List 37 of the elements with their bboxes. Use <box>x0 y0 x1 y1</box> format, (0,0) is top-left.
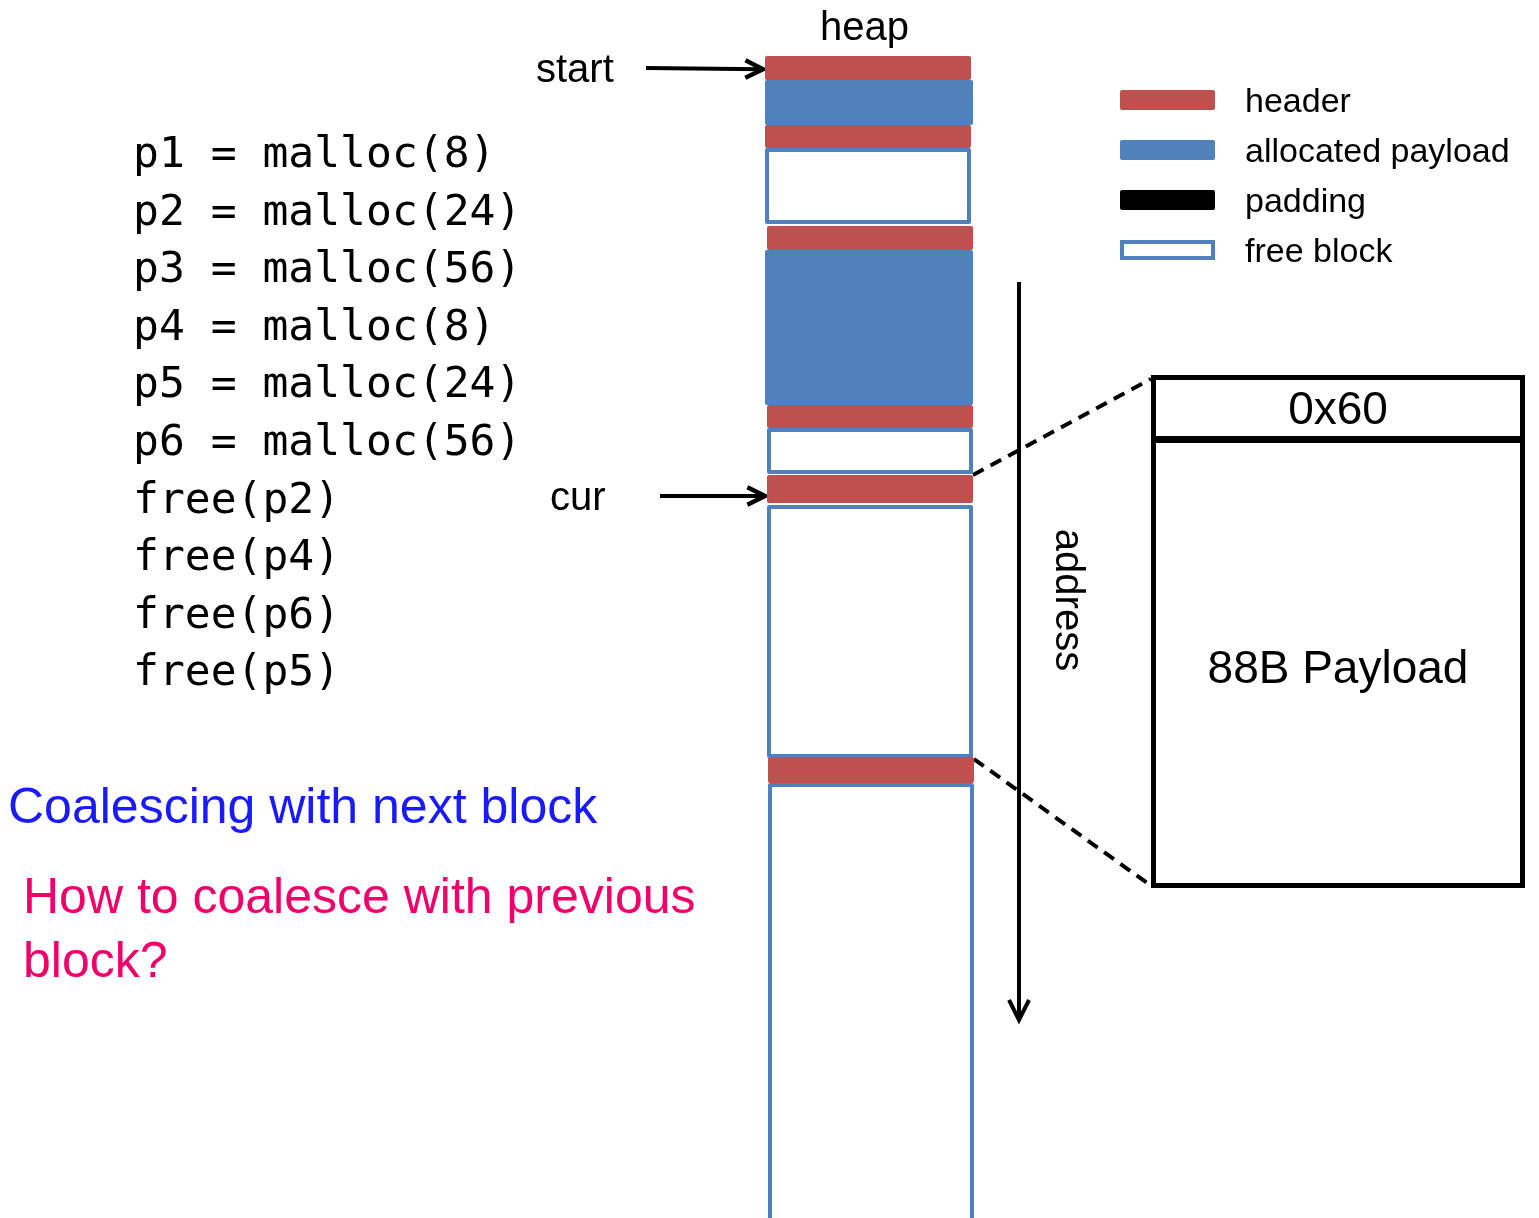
question-text: How to coalesce with previous block? <box>23 867 697 990</box>
code-line: free(p6) <box>133 586 342 640</box>
code-line: p5 = malloc(24) <box>133 356 522 410</box>
code-line: free(p5) <box>133 644 342 698</box>
free-block <box>767 505 973 758</box>
header-bar <box>767 226 973 250</box>
header-box: 0x60 <box>1151 375 1525 441</box>
payload-bar <box>765 80 973 125</box>
code-line: free(p4) <box>133 529 342 583</box>
legend-text: allocated payload <box>1245 133 1510 167</box>
legend-text: header <box>1245 83 1351 117</box>
code-line: p3 = malloc(56) <box>133 241 522 295</box>
note-text: Coalescing with next block <box>8 777 598 836</box>
header-bar <box>767 405 973 428</box>
axis-label: address <box>1050 528 1090 672</box>
header-bar <box>767 475 973 503</box>
arrow <box>645 58 766 80</box>
pointer-label: cur <box>550 474 620 518</box>
header-bar <box>765 56 971 80</box>
code-line: p2 = malloc(24) <box>133 183 522 237</box>
arrow <box>660 485 768 507</box>
payload-box: 88B Payload <box>1151 438 1525 888</box>
free-block <box>768 783 974 1218</box>
legend-text: padding <box>1245 183 1366 217</box>
header-bar <box>765 125 971 148</box>
free-block <box>765 148 971 224</box>
dashed-line <box>972 377 1152 477</box>
header-bar <box>768 757 974 783</box>
heap-label: heap <box>820 3 909 50</box>
legend-text: free block <box>1245 233 1393 267</box>
code-line: p4 = malloc(8) <box>133 298 497 352</box>
payload-bar <box>765 250 973 405</box>
code-line: free(p2) <box>133 471 342 525</box>
code-line: p1 = malloc(8) <box>133 126 497 179</box>
pointer-label: start <box>536 44 630 92</box>
free-block <box>767 428 973 474</box>
code-line: p6 = malloc(56) <box>133 413 522 467</box>
